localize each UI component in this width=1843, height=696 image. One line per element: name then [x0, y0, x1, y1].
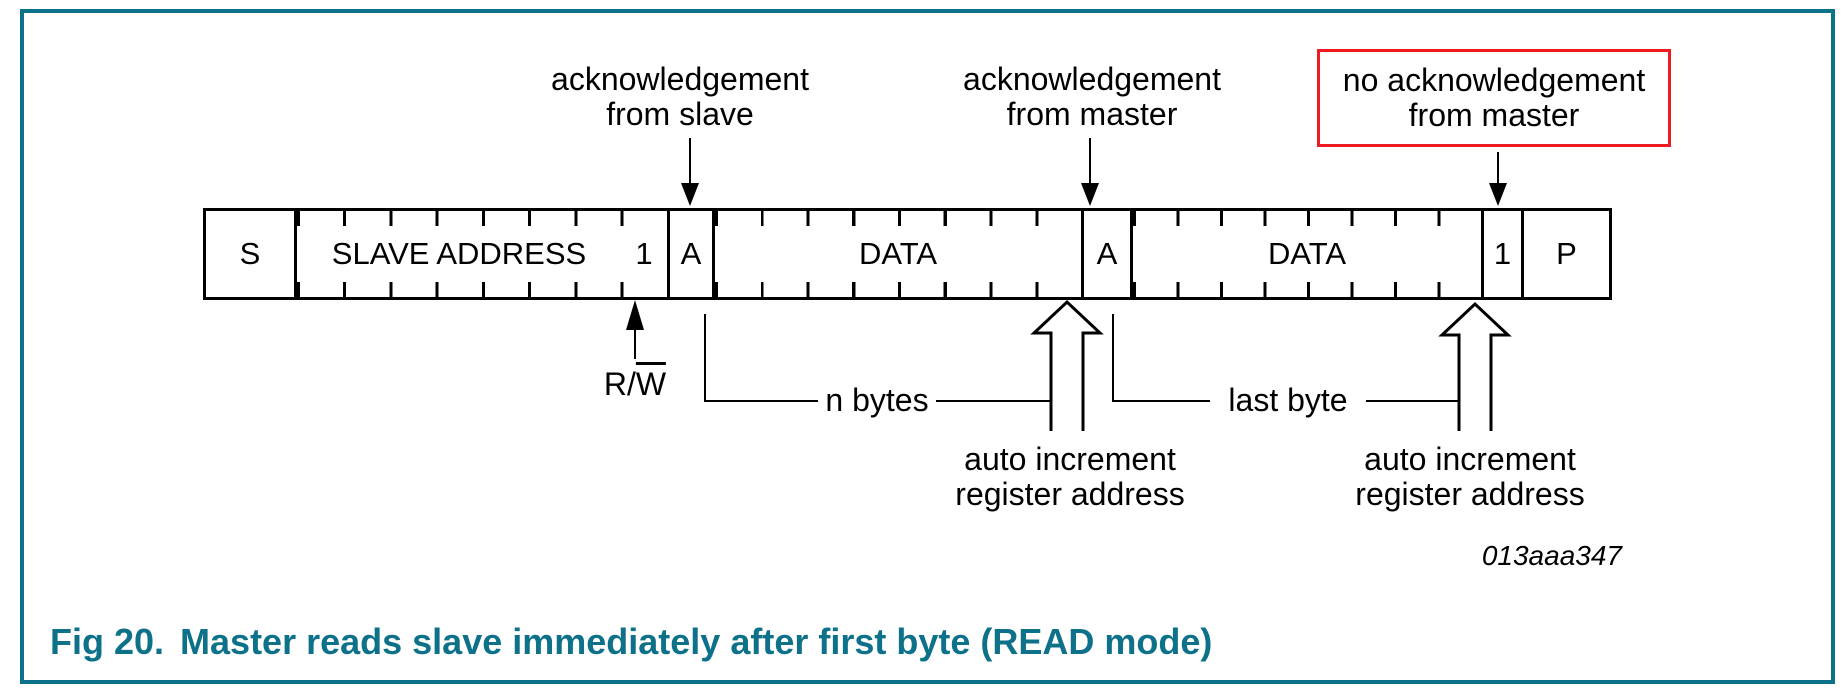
cell-nack-bit: 1 — [1481, 211, 1521, 297]
rw-prefix: R/ — [603, 366, 636, 402]
cell-label: P — [1556, 236, 1577, 271]
bit-ticks — [715, 211, 1081, 226]
rw-negated-write: W — [635, 362, 667, 403]
cell-start-condition: S — [206, 211, 294, 297]
bit-ticks — [297, 211, 667, 226]
cell-stop-condition: P — [1521, 211, 1609, 297]
artwork-id: 013aaa347 — [1481, 540, 1622, 571]
cell-label: A — [680, 236, 702, 271]
label-ack-from-slave: acknowledgement from slave — [551, 61, 809, 132]
label-ack-from-master: acknowledgement from master — [963, 61, 1221, 132]
bit-ticks — [1133, 282, 1481, 297]
cell-label: DATA — [858, 236, 938, 271]
cell-data-2: DATA — [1130, 211, 1481, 297]
bit-ticks — [1133, 211, 1481, 226]
figure-title: Master reads slave immediately after fir… — [180, 621, 1213, 662]
label-n-bytes: n bytes — [825, 382, 929, 418]
cell-label: DATA — [1267, 236, 1347, 271]
byte-stream: S SLAVE ADDRESS 1 A DATA A DATA 1 P — [203, 208, 1612, 300]
cell-label: 1 — [1493, 236, 1512, 271]
label-auto-increment-2: auto increment register address — [1355, 441, 1585, 512]
cell-ack-slave: A — [667, 211, 712, 297]
label-auto-increment-1: auto increment register address — [955, 441, 1185, 512]
cell-label: A — [1096, 236, 1118, 271]
figure-caption: Fig 20. Master reads slave immediately af… — [50, 621, 1212, 663]
figure-number: Fig 20. — [50, 621, 165, 662]
cell-data-1: DATA — [712, 211, 1081, 297]
cell-slave-address: SLAVE ADDRESS 1 — [294, 211, 667, 297]
bit-ticks — [297, 282, 667, 297]
label-no-ack-from-master: no acknowledgement from master — [1342, 62, 1646, 133]
rw-bit-value: 1 — [635, 236, 653, 271]
highlight-box-no-ack: no acknowledgement from master — [1317, 49, 1671, 147]
cell-ack-master: A — [1081, 211, 1130, 297]
cell-label: SLAVE ADDRESS — [331, 236, 587, 271]
label-last-byte: last byte — [1228, 382, 1348, 418]
bit-ticks — [715, 282, 1081, 297]
cell-label: S — [239, 236, 261, 271]
label-rw: R/W — [603, 362, 667, 403]
